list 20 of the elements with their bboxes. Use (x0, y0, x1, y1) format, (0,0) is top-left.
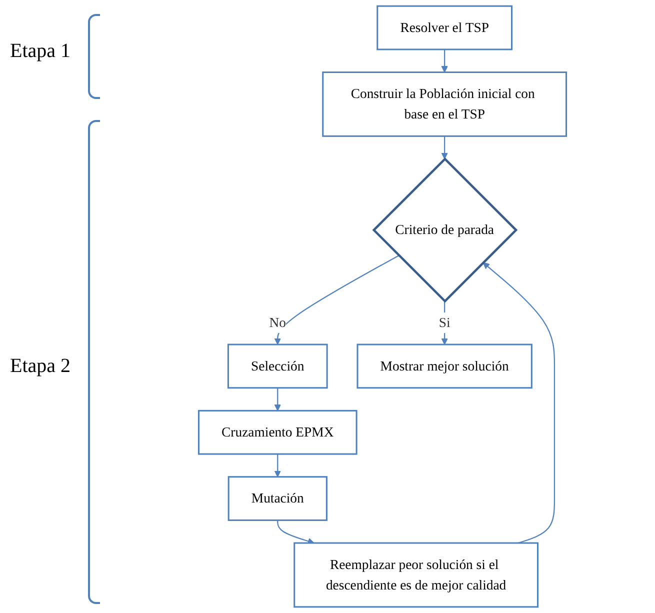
stage-label: Etapa 1 (10, 40, 71, 63)
arrow (441, 49, 448, 73)
arrow (482, 262, 556, 544)
node-box (294, 542, 539, 608)
node-box (227, 344, 328, 389)
flowchart: Resolver el TSP Construir la Población inicial con base en el TSP Criterio de parada No Si Selección Mostrar mejor solución Cruzamiento EPMX Mutación Reemplazar peor solución si el descendiente es de mejor calidad (110, 0, 655, 613)
node-box (376, 5, 513, 50)
arrow (274, 454, 281, 478)
node-box (198, 410, 358, 455)
node-diamond (372, 157, 518, 303)
stage-label: Etapa 2 (10, 355, 71, 378)
node-box (322, 72, 568, 137)
arrow (441, 136, 448, 160)
arrow (274, 388, 281, 411)
node-box (356, 344, 532, 389)
edge-label: No (269, 314, 286, 330)
edge-label: Si (438, 314, 450, 330)
node-box (228, 476, 328, 521)
arrow (274, 254, 400, 345)
arrow (277, 520, 314, 544)
